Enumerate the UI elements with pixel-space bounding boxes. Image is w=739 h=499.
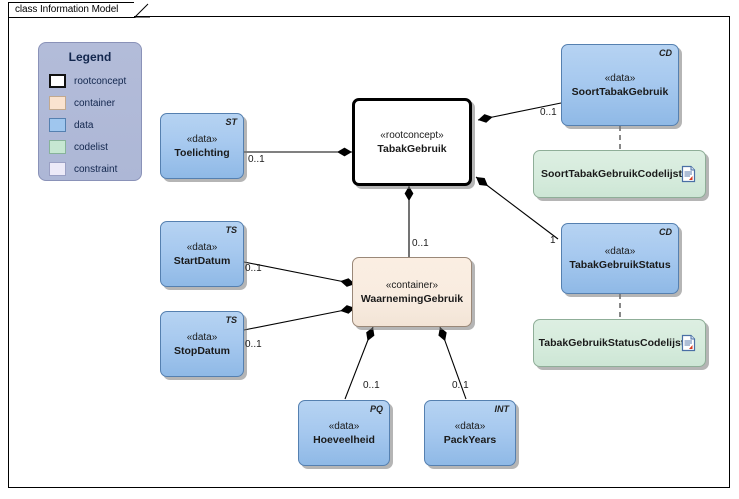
legend-label-codelist: codelist <box>74 141 108 153</box>
node-tabakgebruikstatus[interactable]: CD «data» TabakGebruikStatus <box>561 223 682 297</box>
node-tabakgebruikstatus-tag: CD <box>659 227 672 237</box>
node-tabakgebruik-name: TabakGebruik <box>377 142 447 155</box>
node-soorttabakgebruikcodelijst-name: SoortTabakGebruikCodelijst <box>541 168 682 180</box>
node-waarneminggebruik-name: WaarnemingGebruik <box>360 292 464 305</box>
legend-swatch-data <box>49 118 66 132</box>
legend-label-data: data <box>74 119 94 131</box>
node-waarneminggebruik-body: «container» WaarnemingGebruik <box>352 257 472 327</box>
legend-item-container: container <box>49 95 115 111</box>
multiplicity-waarneminggebruik: 0..1 <box>412 238 429 249</box>
node-waarneminggebruik-stereotype: «container» <box>385 279 439 291</box>
node-hoeveelheid-tag: PQ <box>369 404 383 414</box>
node-soorttabakgebruik-name: SoortTabakGebruik <box>571 85 669 98</box>
node-soorttabakgebruik-stereotype: «data» <box>604 72 636 84</box>
legend-panel: Legend rootconcept container data codeli… <box>38 42 142 181</box>
node-stopdatum[interactable]: TS «data» StopDatum <box>160 311 247 380</box>
node-stopdatum-tag: TS <box>225 315 237 325</box>
node-tabakgebruik-stereotype: «rootconcept» <box>380 129 444 141</box>
node-packyears-body: INT «data» PackYears <box>424 400 516 466</box>
node-waarneminggebruik[interactable]: «container» WaarnemingGebruik <box>352 257 475 330</box>
node-packyears-name: PackYears <box>443 433 497 446</box>
document-icon <box>681 165 696 183</box>
legend-item-data: data <box>49 117 93 133</box>
legend-title: Legend <box>68 50 112 64</box>
node-startdatum[interactable]: TS «data» StartDatum <box>160 221 247 290</box>
node-tabakgebruikstatuscodelijst-name: TabakGebruikStatusCodelijst <box>538 337 685 349</box>
node-hoeveelheid-stereotype: «data» <box>328 420 360 432</box>
node-toelichting-name: Toelichting <box>174 146 230 159</box>
node-stopdatum-stereotype: «data» <box>186 331 218 343</box>
node-startdatum-name: StartDatum <box>173 254 231 267</box>
node-tabakgebruik-body: «rootconcept» TabakGebruik <box>352 98 472 186</box>
node-tabakgebruikstatuscodelijst-body: TabakGebruikStatusCodelijst <box>533 319 706 367</box>
node-hoeveelheid[interactable]: PQ «data» Hoeveelheid <box>298 400 393 469</box>
legend-swatch-rootconcept <box>49 74 66 88</box>
node-startdatum-tag: TS <box>225 225 237 235</box>
legend-label-rootconcept: rootconcept <box>74 75 127 87</box>
multiplicity-soorttabakgebruik: 0..1 <box>540 107 557 118</box>
legend-swatch-container <box>49 96 66 110</box>
node-toelichting-stereotype: «data» <box>186 133 218 145</box>
node-soorttabakgebruikcodelijst-body: SoortTabakGebruikCodelijst <box>533 150 706 198</box>
multiplicity-hoeveelheid: 0..1 <box>363 380 380 391</box>
legend-item-codelist: codelist <box>49 139 108 155</box>
node-toelichting-tag: ST <box>225 117 237 127</box>
node-soorttabakgebruik-tag: CD <box>659 48 672 58</box>
node-stopdatum-body: TS «data» StopDatum <box>160 311 244 377</box>
multiplicity-stopdatum: 0..1 <box>245 339 262 350</box>
legend-item-rootconcept: rootconcept <box>49 73 126 89</box>
legend-label-container: container <box>74 97 116 109</box>
node-toelichting-body: ST «data» Toelichting <box>160 113 244 179</box>
node-hoeveelheid-body: PQ «data» Hoeveelheid <box>298 400 390 466</box>
node-tabakgebruikstatus-body: CD «data» TabakGebruikStatus <box>561 223 679 294</box>
legend-swatch-codelist <box>49 140 66 154</box>
multiplicity-toelichting: 0..1 <box>248 154 265 165</box>
document-icon <box>681 334 696 352</box>
node-startdatum-stereotype: «data» <box>186 241 218 253</box>
node-packyears-stereotype: «data» <box>454 420 486 432</box>
node-soorttabakgebruik[interactable]: CD «data» SoortTabakGebruik <box>561 44 682 129</box>
node-startdatum-body: TS «data» StartDatum <box>160 221 244 287</box>
node-tabakgebruik[interactable]: «rootconcept» TabakGebruik <box>352 98 475 189</box>
node-toelichting[interactable]: ST «data» Toelichting <box>160 113 247 182</box>
legend-swatch-constraint <box>49 162 66 176</box>
node-packyears-tag: INT <box>494 404 510 414</box>
multiplicity-tabakgebruikstatus: 1 <box>550 235 556 246</box>
legend-item-constraint: constraint <box>49 161 117 177</box>
multiplicity-startdatum: 0..1 <box>245 263 262 274</box>
legend-label-constraint: constraint <box>74 163 118 175</box>
node-soorttabakgebruik-body: CD «data» SoortTabakGebruik <box>561 44 679 126</box>
node-hoeveelheid-name: Hoeveelheid <box>313 433 375 446</box>
multiplicity-packyears: 0..1 <box>452 380 469 391</box>
node-tabakgebruikstatus-name: TabakGebruikStatus <box>569 259 671 271</box>
node-soorttabakgebruikcodelijst[interactable]: SoortTabakGebruikCodelijst <box>533 150 709 201</box>
node-tabakgebruikstatus-stereotype: «data» <box>604 246 636 257</box>
diagram-tab-label: class Information Model <box>15 4 119 15</box>
node-tabakgebruikstatuscodelijst[interactable]: TabakGebruikStatusCodelijst <box>533 319 709 370</box>
node-packyears[interactable]: INT «data» PackYears <box>424 400 519 469</box>
node-stopdatum-name: StopDatum <box>174 344 230 357</box>
diagram-tab-corner-icon <box>134 3 150 18</box>
diagram-tab[interactable]: class Information Model <box>8 2 134 18</box>
